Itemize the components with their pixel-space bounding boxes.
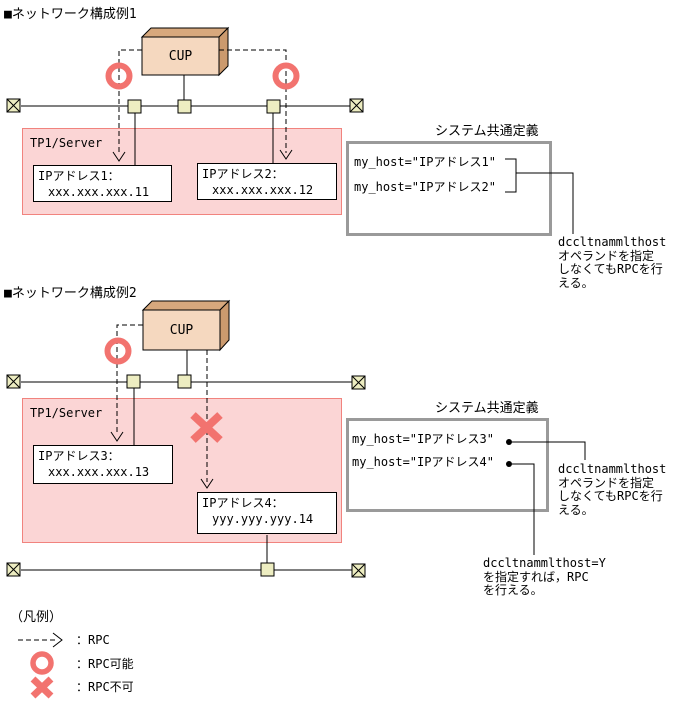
ip4-value: yyy.yyy.yyy.14 <box>212 512 314 526</box>
cup2-top-face <box>141 300 231 311</box>
rpc-ng-icon <box>30 676 54 699</box>
tap-node-icon <box>177 374 192 389</box>
ip3-name: IPアドレス3： <box>38 449 120 463</box>
def-title-1: システム共通定義 <box>435 124 539 139</box>
def2-line1: my_host="IPアドレス3" <box>352 432 494 446</box>
terminator-icon <box>6 562 21 577</box>
ip-address-box-1: IPアドレス1： xxx.xxx.xxx.11 <box>33 165 172 202</box>
note1-line1: dccltnammlthost <box>558 235 667 249</box>
legend-rpc-ng-label: ：RPC不可 <box>76 680 134 694</box>
legend-rpc-label: ：RPC <box>76 633 110 647</box>
note2b-line3: を行える。 <box>483 583 543 597</box>
rpc-ok-icon <box>105 62 133 90</box>
ip2-name: IPアドレス2： <box>202 167 284 181</box>
legend-rpc-ok-label: ：RPC可能 <box>76 657 134 671</box>
note2a-line4: える。 <box>558 502 594 517</box>
terminator-icon <box>349 98 364 113</box>
tp1-server-label-1: TP1/Server <box>30 136 103 150</box>
legend-title: （凡例） <box>10 610 63 625</box>
tap-node-icon <box>177 99 192 114</box>
network-bus-2a <box>6 374 366 390</box>
terminator-icon <box>351 375 366 390</box>
cup1-side-face <box>218 26 229 77</box>
legend-symbols <box>18 632 63 699</box>
ip-address-box-2: IPアドレス2： xxx.xxx.xxx.12 <box>197 163 337 200</box>
ip4-name: IPアドレス4： <box>202 496 284 510</box>
tp1-server-label-2: TP1/Server <box>30 406 103 420</box>
tap-node-icon <box>126 374 141 389</box>
ip2-value: xxx.xxx.xxx.12 <box>212 183 314 197</box>
network-bus-2b <box>6 562 366 578</box>
def2-line2: my_host="IPアドレス4" <box>352 455 494 469</box>
rpc-ok-icon <box>272 62 300 90</box>
section2-title: ■ネットワーク構成例2 <box>4 286 137 301</box>
rpc-ok-icon <box>104 337 132 365</box>
note2a-line1: dccltnammlthost <box>558 462 667 476</box>
note1-line3: しなくてもRPCを行 <box>558 262 663 276</box>
note-section2-a: dccltnammlthost オペランドを指定 しなくてもRPCを行 える。 <box>558 462 667 517</box>
terminator-icon <box>6 98 21 113</box>
note-section2-b: dccltnammlthost=Y を指定すれば，RPC を行える。 <box>483 556 606 598</box>
def1-line2: my_host="IPアドレス2" <box>354 180 496 194</box>
cup1-top-face <box>140 27 230 38</box>
ip3-value: xxx.xxx.xxx.13 <box>48 465 150 479</box>
def1-line1: my_host="IPアドレス1" <box>354 155 496 169</box>
tap-node-icon <box>127 99 142 114</box>
ip-address-box-3: IPアドレス3： xxx.xxx.xxx.13 <box>33 445 173 484</box>
ip-address-box-4: IPアドレス4： yyy.yyy.yyy.14 <box>197 492 337 534</box>
ip1-name: IPアドレス1： <box>38 169 120 183</box>
tap-node-icon <box>260 562 275 577</box>
terminator-icon <box>351 563 366 578</box>
ip1-value: xxx.xxx.xxx.11 <box>48 185 150 199</box>
tap-node-icon <box>266 99 281 114</box>
def-title-2: システム共通定義 <box>435 401 539 416</box>
cup-label-2: CUP <box>169 322 194 338</box>
cup-label-1: CUP <box>168 48 193 64</box>
note-section1: dccltnammlthost オペランドを指定 しなくてもRPCを行 える。 <box>558 235 667 290</box>
note2a-line2: オペランドを指定 <box>558 475 655 490</box>
note2a-line3: しなくてもRPCを行 <box>558 489 663 503</box>
cup2-side-face <box>219 299 230 352</box>
rpc-ok-icon <box>30 651 54 675</box>
arrowhead-icon <box>52 632 63 648</box>
section1-title: ■ネットワーク構成例1 <box>4 7 137 22</box>
note2b-line2: を指定すれば，RPC <box>483 569 589 584</box>
note1-line4: える。 <box>558 275 594 290</box>
network-bus-1 <box>6 98 364 114</box>
note1-line2: オペランドを指定 <box>558 248 655 263</box>
terminator-icon <box>6 374 21 389</box>
note2b-line1: dccltnammlthost=Y <box>483 556 606 570</box>
